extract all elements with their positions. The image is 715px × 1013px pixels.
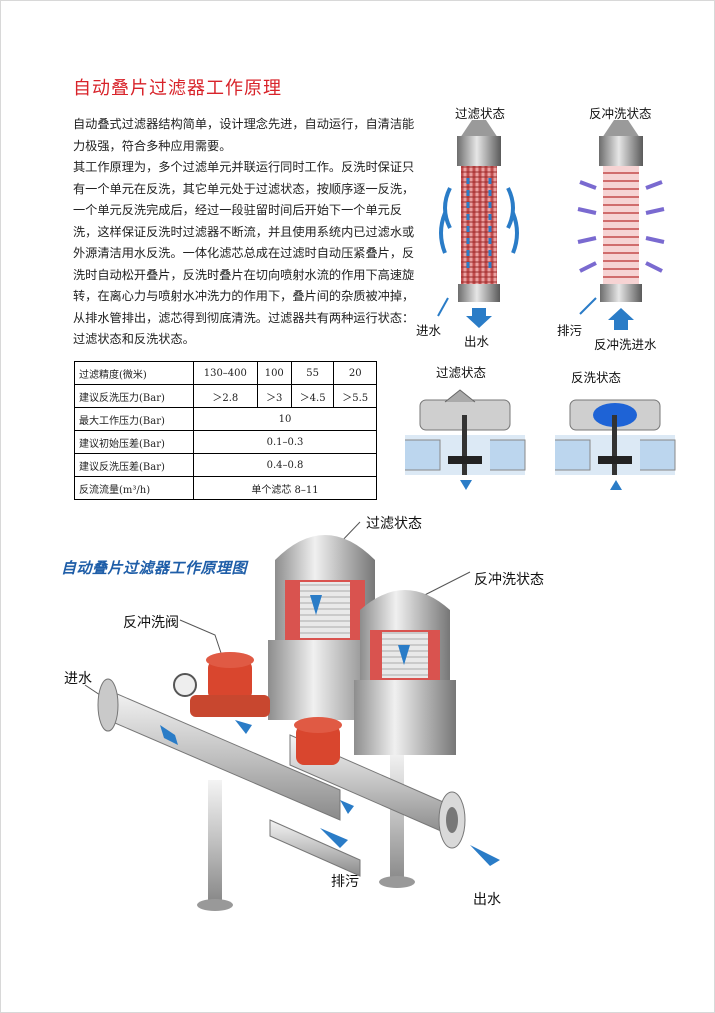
flow-arrows bbox=[160, 595, 500, 866]
table-row: 过滤精度(微米) 130–400 100 55 20 bbox=[74, 361, 377, 385]
table-cell: 10 bbox=[193, 407, 377, 431]
label-main-outlet: 出水 bbox=[473, 892, 501, 908]
table-cell: 55 bbox=[290, 361, 335, 385]
label-outlet: 出水 bbox=[464, 334, 490, 349]
table-cell: 单个滤芯 8–11 bbox=[193, 476, 377, 500]
label-inlet: 进水 bbox=[416, 323, 442, 338]
label-valve-backwash: 反洗状态 bbox=[571, 370, 622, 385]
intro-paragraph-1: 自动叠式过滤器结构简单，设计理念先进，自动运行，自清洁能力极强，符合多种应用需要… bbox=[73, 117, 415, 153]
backwash-valve-icon bbox=[173, 652, 342, 765]
table-cell: 0.1–0.3 bbox=[193, 430, 377, 454]
table-row: 最大工作压力(Bar) 10 bbox=[74, 407, 377, 431]
filter-unit-right bbox=[354, 590, 456, 755]
label-main-drain: 排污 bbox=[331, 874, 359, 890]
valve-figures bbox=[405, 389, 676, 490]
table-cell: 0.4–0.8 bbox=[193, 453, 377, 477]
label-drain: 排污 bbox=[557, 323, 583, 338]
table-row: 建议反洗压差(Bar) 0.4–0.8 bbox=[74, 453, 377, 477]
table-cell-label: 建议反洗压力(Bar) bbox=[74, 384, 194, 408]
filter-system-diagram bbox=[84, 521, 500, 911]
label-backwash-inlet: 反冲洗进水 bbox=[594, 337, 657, 352]
cartridge-filter-icon bbox=[437, 120, 519, 328]
table-cell-label: 最大工作压力(Bar) bbox=[74, 407, 194, 431]
diagram-title: 自动叠片过滤器工作原理图 bbox=[61, 559, 248, 577]
table-cell-label: 反流流量(m³/h) bbox=[74, 476, 194, 500]
cartridge-backwash-icon bbox=[577, 120, 665, 330]
label-main-inlet: 进水 bbox=[64, 671, 92, 687]
table-cell: ＞5.5 bbox=[333, 384, 377, 408]
valve-backwash-icon bbox=[555, 399, 676, 490]
label-valve-filter: 过滤状态 bbox=[436, 365, 487, 380]
page-title: 自动叠片过滤器工作原理 bbox=[73, 78, 282, 99]
intro-text: 自动叠式过滤器结构简单，设计理念先进，自动运行，自清洁能力极强，符合多种应用需要… bbox=[73, 114, 418, 351]
intro-paragraph-2: 其工作原理为，多个过滤单元并联运行同时工作。反洗时保证只有一个单元在反洗，其它单… bbox=[73, 160, 415, 346]
label-backwash-valve: 反冲洗阀 bbox=[123, 615, 179, 631]
valve-filter-icon bbox=[405, 389, 526, 490]
label-filter-state: 过滤状态 bbox=[455, 106, 506, 121]
table-cell: 20 bbox=[333, 361, 377, 385]
label-backwash-state: 反冲洗状态 bbox=[589, 106, 652, 121]
label-main-filter-state: 过滤状态 bbox=[366, 516, 422, 532]
table-cell-label: 过滤精度(微米) bbox=[74, 361, 194, 385]
table-cell: 100 bbox=[256, 361, 292, 385]
table-row: 建议初始压差(Bar) 0.1–0.3 bbox=[74, 430, 377, 454]
table-row: 建议反洗压力(Bar) ＞2.8 ＞3 ＞4.5 ＞5.5 bbox=[74, 384, 377, 408]
spec-table: 过滤精度(微米) 130–400 100 55 20 建议反洗压力(Bar) ＞… bbox=[74, 361, 377, 500]
table-cell: 130–400 bbox=[193, 361, 258, 385]
table-cell: ＞3 bbox=[256, 384, 292, 408]
table-cell-label: 建议反洗压差(Bar) bbox=[74, 453, 194, 477]
table-cell: ＞4.5 bbox=[290, 384, 335, 408]
table-cell-label: 建议初始压差(Bar) bbox=[74, 430, 194, 454]
label-main-backwash-state: 反冲洗状态 bbox=[474, 572, 544, 588]
table-row: 反流流量(m³/h) 单个滤芯 8–11 bbox=[74, 476, 377, 500]
table-cell: ＞2.8 bbox=[193, 384, 258, 408]
cartridge-figures bbox=[437, 120, 665, 330]
